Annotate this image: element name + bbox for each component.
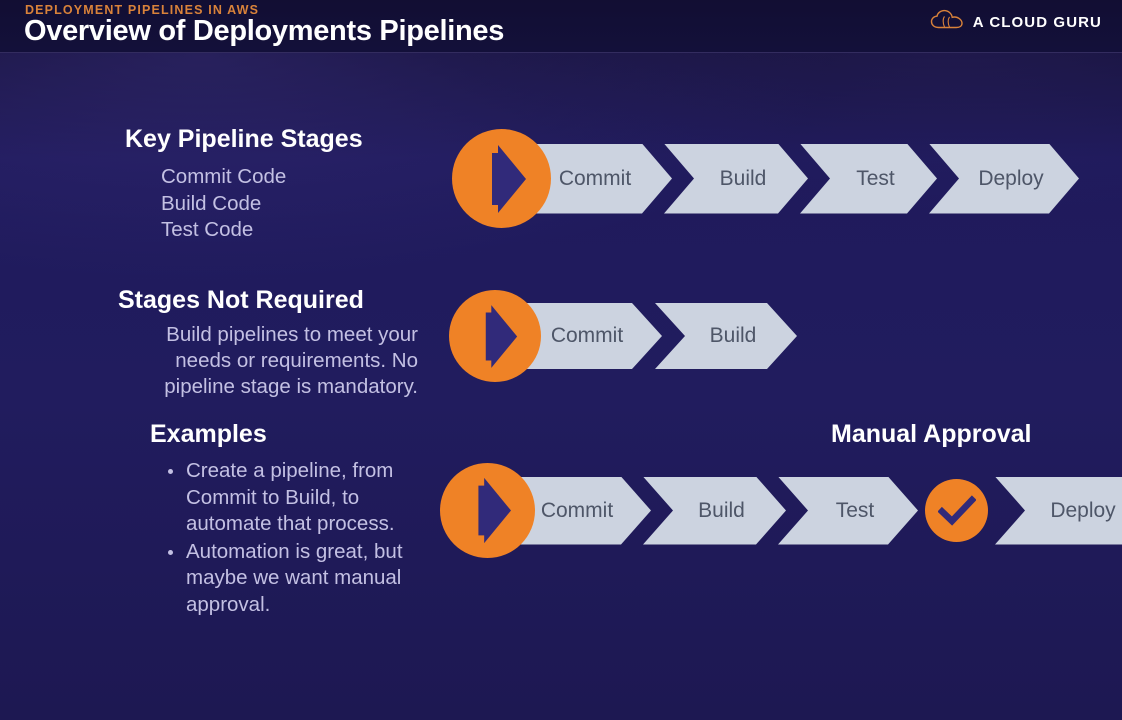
check-icon[interactable] [925, 479, 988, 542]
pipeline-stage-build[interactable]: Build [664, 144, 808, 214]
bullet-dot [168, 549, 173, 555]
manual-approval-heading: Manual Approval [831, 420, 1032, 448]
section-examples: Examples Create a pipeline, from Commit … [150, 419, 450, 619]
examples-list: Create a pipeline, from Commit to Build,… [150, 458, 450, 618]
list-item: Automation is great, but maybe we want m… [164, 539, 450, 619]
list-item: Build Code [161, 191, 262, 215]
play-arrow-icon [440, 463, 535, 558]
section-heading: Key Pipeline Stages [125, 125, 363, 153]
stage-label: Build [719, 166, 767, 190]
brand-name: A CLOUD GURU [972, 13, 1102, 31]
course-eyebrow: DEPLOYMENT PIPELINES IN AWS [25, 3, 260, 17]
stage-label: Test [856, 166, 895, 190]
list-item: Create a pipeline, from Commit to Build,… [164, 458, 450, 538]
list-item: Test Code [161, 218, 254, 241]
pipeline-short: Commit Build [449, 290, 797, 382]
stage-label: Build [698, 498, 745, 522]
pipeline-stage-test[interactable]: Test [800, 144, 937, 214]
pipeline-stage-deploy[interactable]: Deploy [929, 144, 1079, 214]
stage-label: Test [835, 498, 875, 522]
stage-label: Commit [540, 498, 614, 522]
bullet-dot [168, 469, 173, 474]
list-item-text: Create a pipeline, from Commit to Build,… [186, 459, 395, 535]
page-title: Overview of Deployments Pipelines [24, 15, 505, 47]
stage-label: Deploy [1050, 498, 1116, 522]
section-heading: Stages Not Required [118, 286, 364, 314]
section-paragraph: Build pipelines to meet your needs or re… [164, 323, 418, 399]
section-heading: Examples [150, 420, 267, 448]
stage-label: Deploy [978, 166, 1044, 190]
stage-label: Commit [558, 166, 632, 190]
play-arrow-icon [452, 129, 551, 228]
pipeline-stage-deploy[interactable]: Deploy [995, 477, 1122, 545]
pipeline-approval: Commit Build Test Deploy [440, 463, 1122, 558]
stage-label: Build [709, 324, 757, 347]
section-stages-not-required: Stages Not Required Build pipelines to m… [118, 285, 418, 401]
brand-logo: A CLOUD GURU [930, 8, 1102, 36]
pipeline-stage-test[interactable]: Test [778, 477, 918, 545]
play-arrow-icon [449, 290, 541, 382]
cloud-icon [930, 9, 964, 36]
section-key-pipeline-stages: Key Pipeline Stages Commit Code Build Co… [125, 124, 425, 244]
pipeline-stage-build[interactable]: Build [643, 477, 786, 545]
list-item: Commit Code [161, 165, 287, 188]
slide-header: DEPLOYMENT PIPELINES IN AWS Overview of … [0, 0, 1122, 53]
key-stages-list: Commit Code Build Code Test Code [125, 164, 425, 244]
pipeline-stage-build[interactable]: Build [655, 303, 797, 369]
list-item-text: Automation is great, but maybe we want m… [186, 539, 403, 616]
stage-label: Commit [550, 324, 624, 347]
pipeline-full: Commit Build Test Deploy [452, 129, 1079, 228]
